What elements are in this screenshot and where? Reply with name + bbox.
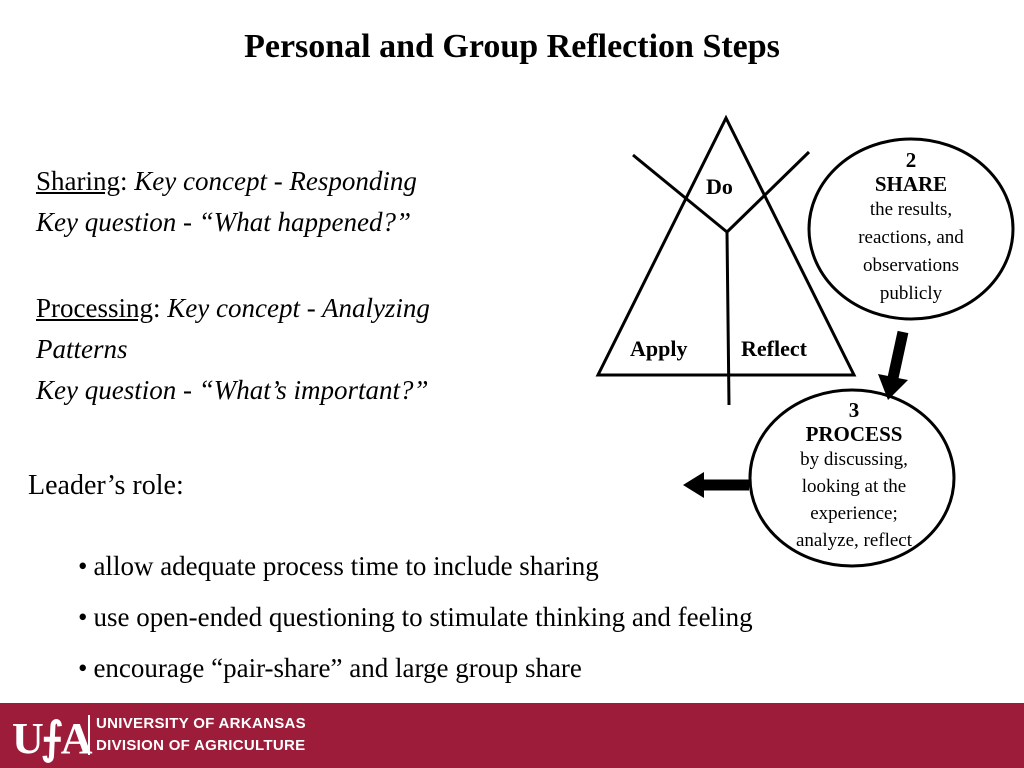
sharing-question: Key question - “What happened?” xyxy=(36,207,411,237)
share-step-line: the results, xyxy=(869,199,953,220)
triangle-label-apply: Apply xyxy=(630,336,688,361)
footer-bar: U⨍A UNIVERSITY OF ARKANSAS DIVISION OF A… xyxy=(0,703,1024,768)
process-step-line: by discussing, xyxy=(800,449,908,470)
bullet-dot: • xyxy=(78,551,88,581)
processing-colon: : xyxy=(153,293,168,323)
process-circle xyxy=(748,388,956,568)
leader-bullet-text: encourage “pair-share” and large group s… xyxy=(93,653,582,683)
reflection-diagram xyxy=(595,114,1015,568)
leader-bullet-item: •encourage “pair-share” and large group … xyxy=(78,646,753,697)
bullet-dot: • xyxy=(78,602,88,632)
process-step-line: analyze, reflect xyxy=(795,530,913,551)
share-step-line: publicly xyxy=(879,283,943,304)
leader-bullet-item: •use open-ended questioning to stimulate… xyxy=(78,595,753,646)
down-arrow-icon xyxy=(878,330,909,400)
processing-concept: Key concept - Analyzing xyxy=(167,293,430,323)
org-name-line-2: DIVISION OF AGRICULTURE xyxy=(96,737,306,754)
share-step-line: observations xyxy=(862,255,960,276)
processing-line-1: Processing: Key concept - Analyzing xyxy=(36,288,596,329)
y-line-left xyxy=(632,153,728,234)
leader-bullet-text: use open-ended questioning to stimulate … xyxy=(93,602,753,632)
leader-bullet-item: •allow adequate process time to include … xyxy=(78,544,753,595)
share-circle xyxy=(807,137,1015,321)
share-step-heading: SHARE xyxy=(874,172,948,196)
slide-title: Personal and Group Reflection Steps xyxy=(244,28,780,65)
processing-block: Processing: Key concept - Analyzing Patt… xyxy=(36,288,596,411)
leader-bullet-text: allow adequate process time to include s… xyxy=(93,551,599,581)
org-name-line-1: UNIVERSITY OF ARKANSAS xyxy=(96,715,306,732)
processing-concept-cont: Patterns xyxy=(36,334,128,364)
process-step-number: 3 xyxy=(848,398,860,422)
sharing-concept: Key concept - Responding xyxy=(134,166,417,196)
processing-question: Key question - “What’s important?” xyxy=(36,375,429,405)
leader-bullet-list: •allow adequate process time to include … xyxy=(78,544,753,697)
share-circle-text: 2 SHARE the results, reactions, and obse… xyxy=(822,148,1000,308)
share-step-line: reactions, and xyxy=(858,227,964,248)
experiential-triangle xyxy=(595,114,857,377)
process-step-line: looking at the xyxy=(801,476,907,497)
triangle-label-do: Do xyxy=(706,174,733,199)
processing-label: Processing xyxy=(36,293,153,323)
bullet-dot: • xyxy=(78,653,88,683)
process-circle-text: 3 PROCESS by discussing, looking at the … xyxy=(770,398,938,554)
y-line-stem xyxy=(725,231,731,406)
process-step-heading: PROCESS xyxy=(805,422,903,446)
ua-logo: U⨍A xyxy=(12,714,93,763)
left-arrow-icon xyxy=(683,472,749,498)
process-step-line: experience; xyxy=(810,503,898,524)
y-line-right xyxy=(725,150,811,234)
sharing-block: Sharing: Key concept - Responding Key qu… xyxy=(36,161,596,243)
logo-divider xyxy=(88,715,90,755)
sharing-colon: : xyxy=(120,166,135,196)
triangle-label-reflect: Reflect xyxy=(741,336,807,361)
sharing-label: Sharing xyxy=(36,166,120,196)
leader-role-heading: Leader’s role: xyxy=(28,470,184,501)
sharing-line-1: Sharing: Key concept - Responding xyxy=(36,161,596,202)
share-step-number: 2 xyxy=(905,148,917,172)
